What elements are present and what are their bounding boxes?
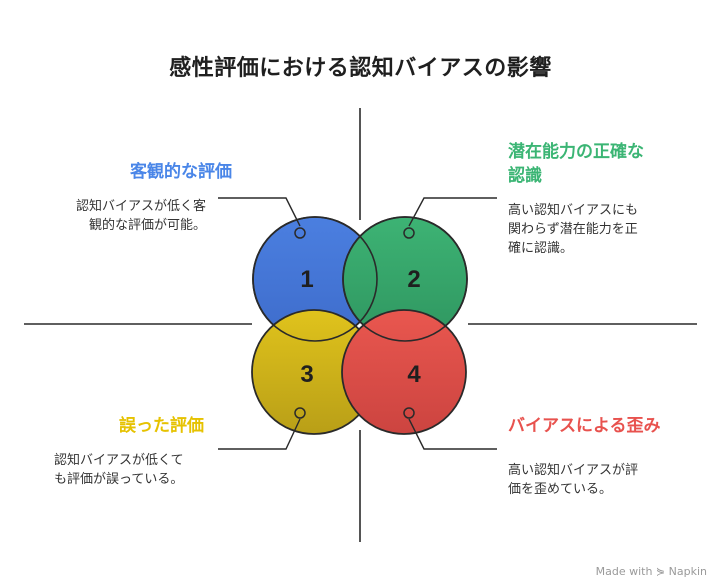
circle-4-red [341, 309, 467, 435]
quadrant-2-description-line-2: 関わらず潜在能力を正 [508, 222, 638, 237]
connector-3 [218, 418, 301, 450]
quadrant-4-description-line-1: 高い認知バイアスが評 [508, 463, 639, 478]
quadrant-1-heading: 客観的な評価 [130, 162, 232, 182]
quadrant-2-description: 高い認知バイアスにも 関わらず潜在能力を正 確に認識。 [508, 201, 698, 258]
quadrant-2-heading-line-2: 認識 [508, 166, 542, 186]
circle-number-4: 4 [407, 361, 421, 388]
quadrant-3-heading: 誤った評価 [119, 416, 204, 436]
connector-dot-3 [294, 407, 306, 419]
quadrant-3-description-line-1: 認知バイアスが低くて [54, 453, 184, 468]
quadrant-3-description: 認知バイアスが低くて も評価が誤っている。 [54, 451, 224, 489]
circle-number-1: 1 [300, 266, 313, 293]
connector-dot-4 [403, 407, 415, 419]
connector-1 [218, 197, 301, 227]
quadrant-2-heading-line-1: 潜在能力の正確な [508, 142, 644, 162]
circle-number-3: 3 [300, 361, 313, 388]
quadrant-2-description-line-3: 確に認識。 [508, 241, 574, 256]
quadrant-1-description-line-2: 観的な評価が可能。 [88, 218, 206, 233]
quadrant-2-heading: 潜在能力の正確な 認識 [508, 140, 708, 188]
quadrant-4-description-line-2: 価を歪めている。 [508, 482, 613, 497]
quadrant-1-description: 認知バイアスが低く客 観的な評価が可能。 [40, 197, 206, 235]
quadrant-4-description: 高い認知バイアスが評 価を歪めている。 [508, 461, 698, 499]
napkin-watermark: Made with ⋟ Napkin [595, 565, 707, 578]
quadrant-4-heading: バイアスによる歪み [508, 416, 661, 436]
connector-dot-2 [403, 227, 415, 239]
connector-dot-1 [294, 227, 306, 239]
connector-4 [408, 418, 497, 450]
quadrant-1-description-line-1: 認知バイアスが低く客 [75, 199, 206, 214]
diagram-title: 感性評価における認知バイアスの影響 [169, 56, 552, 81]
circle-number-2: 2 [407, 266, 420, 293]
quadrant-3-description-line-2: も評価が誤っている。 [54, 472, 184, 487]
quadrant-2-description-line-1: 高い認知バイアスにも [508, 203, 639, 218]
connector-2 [408, 197, 497, 227]
